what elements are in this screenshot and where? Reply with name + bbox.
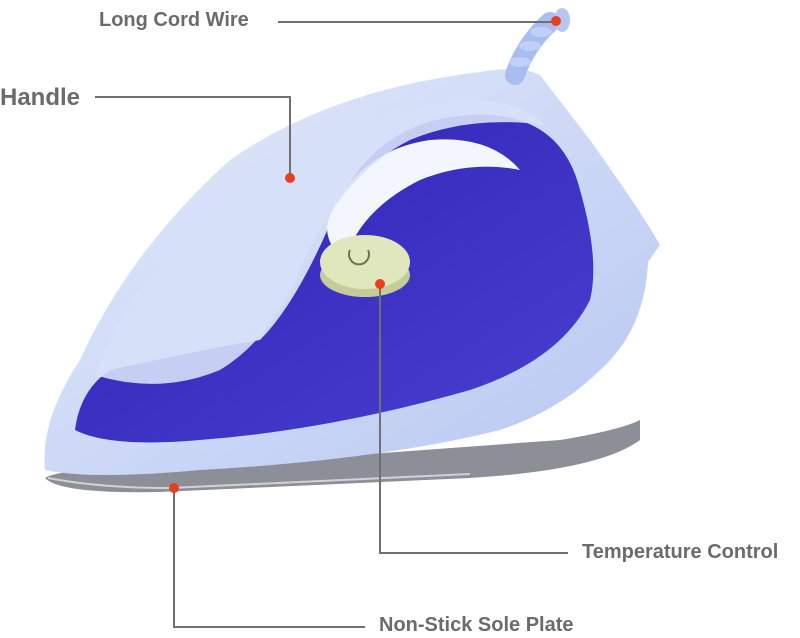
sole-plate-marker-dot — [169, 483, 179, 493]
label-long-cord-wire: Long Cord Wire — [99, 9, 249, 31]
label-handle: Handle — [0, 84, 81, 111]
temperature-marker-dot — [375, 279, 385, 289]
cord-marker-dot — [551, 16, 561, 26]
handle-marker-dot — [285, 173, 295, 183]
label-non-stick-sole-plate: Non-Stick Sole Plate — [379, 614, 574, 636]
cord-guard — [505, 8, 570, 85]
callout-lines — [95, 21, 568, 628]
handle-grip — [95, 100, 545, 384]
temperature-dial — [320, 235, 410, 297]
label-temperature-control: Temperature Control — [582, 541, 779, 563]
